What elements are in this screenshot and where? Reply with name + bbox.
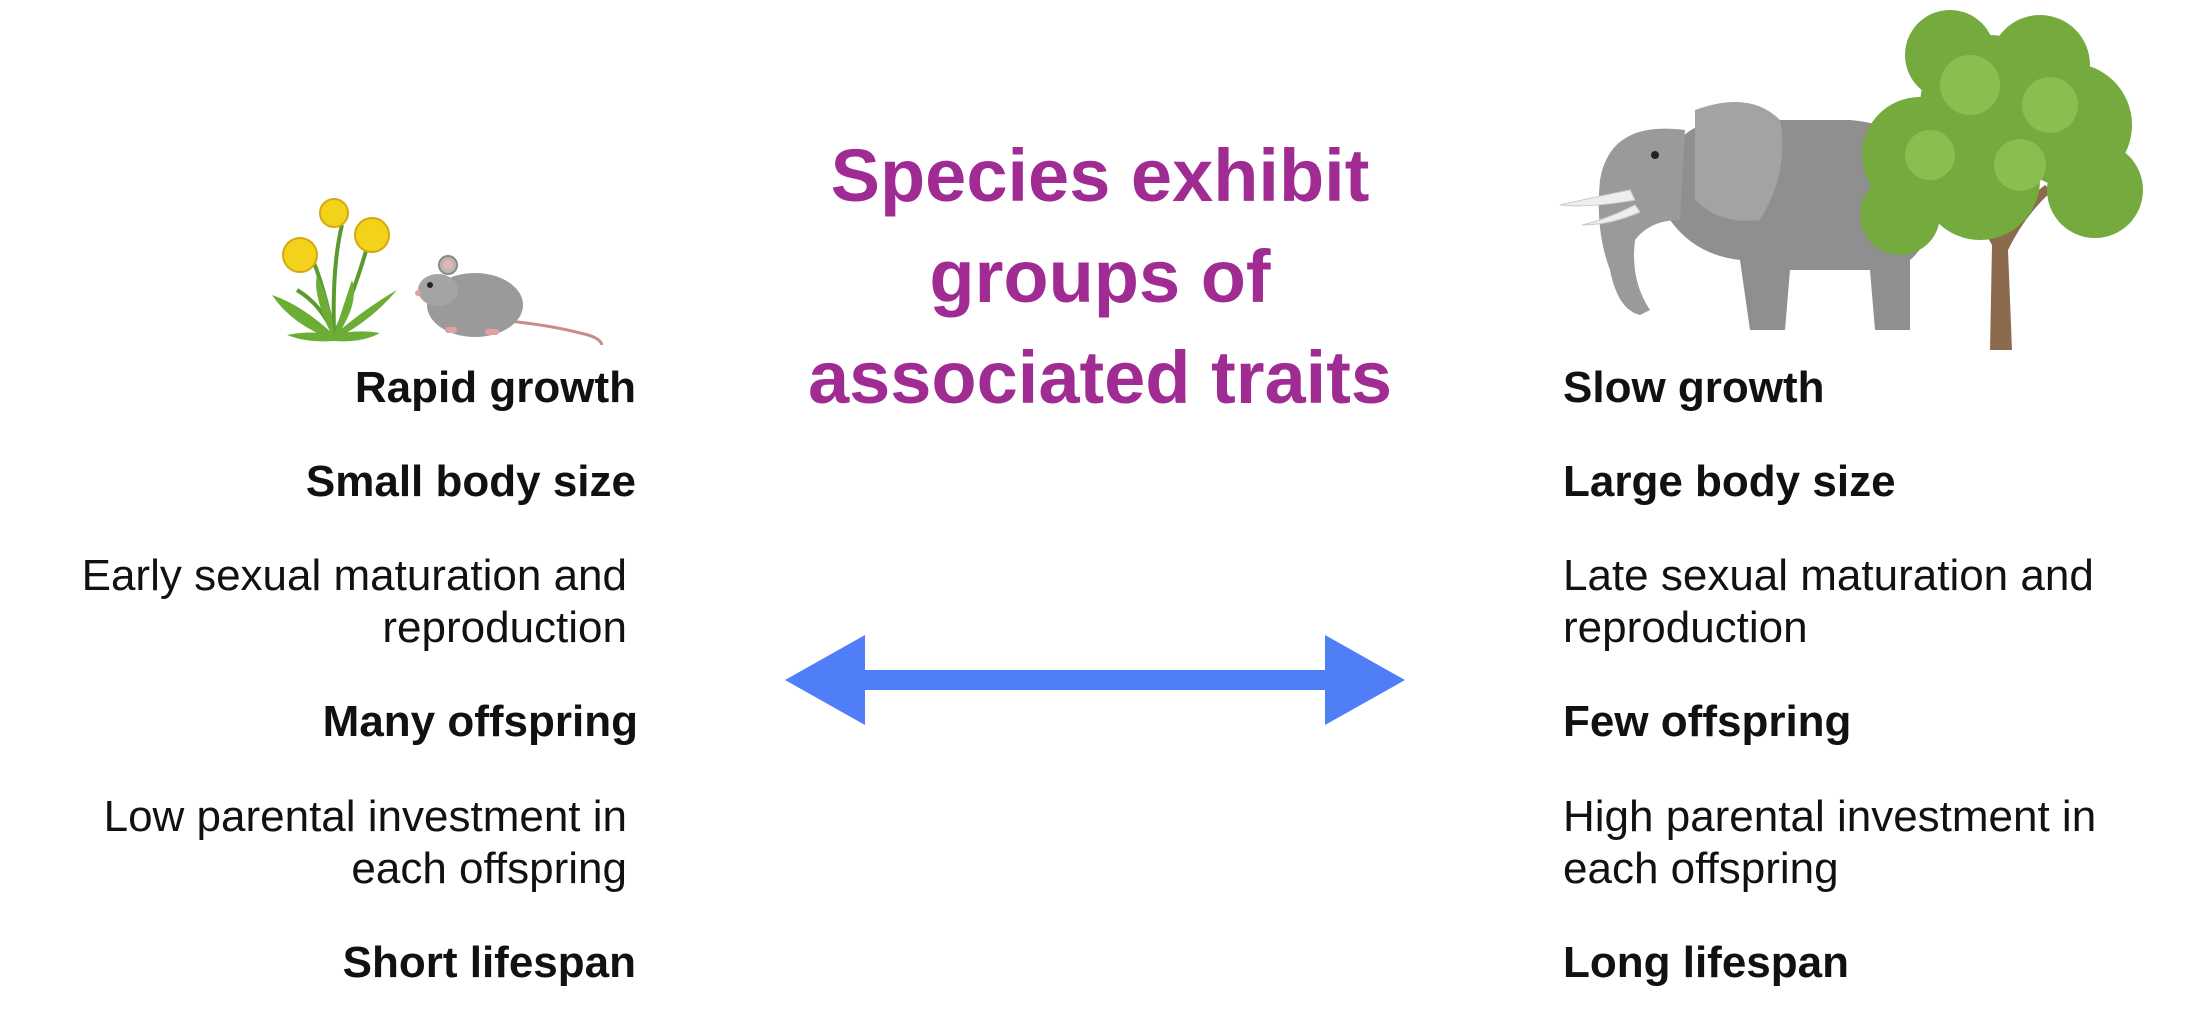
trait-high-parental-investment: High parental investment in each offspri… (1563, 791, 2096, 895)
trait-label: Long lifespan (1563, 938, 1849, 987)
trait-label: High parental investment in (1563, 792, 2097, 841)
trait-rapid-growth: Rapid growth (355, 362, 636, 414)
trait-label: Late sexual maturation and (1563, 551, 2094, 600)
trait-small-body-size: Small body size (306, 456, 636, 508)
trait-label: reproduction (382, 603, 627, 652)
trait-many-offspring: Many offspring (323, 696, 638, 748)
trait-label: each offspring (1563, 844, 1839, 893)
trait-low-parental-investment: Low parental investment in each offsprin… (104, 791, 627, 895)
trait-label: reproduction (1563, 603, 1808, 652)
trait-early-maturation: Early sexual maturation and reproduction (82, 550, 627, 654)
double-headed-arrow (785, 635, 1405, 725)
trait-label: Low parental investment in (103, 792, 627, 841)
diagram-title: Species exhibit groups of associated tra… (720, 125, 1480, 428)
trait-late-maturation: Late sexual maturation and reproduction (1563, 550, 2094, 654)
title-line: associated traits (807, 336, 1393, 419)
trait-label: Large body size (1563, 457, 1896, 506)
title-line: Species exhibit (830, 134, 1370, 217)
mouse-icon (415, 255, 604, 345)
trait-label: Short lifespan (342, 938, 636, 987)
tree-icon (1860, 10, 2143, 350)
trait-label: Few offspring (1563, 697, 1852, 746)
trait-label: Rapid growth (354, 363, 636, 412)
trait-large-body-size: Large body size (1563, 456, 1896, 508)
trait-few-offspring: Few offspring (1563, 696, 1851, 748)
trait-label: Slow growth (1563, 363, 1825, 412)
trait-label: Early sexual maturation and (81, 551, 627, 600)
trait-short-lifespan: Short lifespan (343, 937, 636, 989)
trait-label: each offspring (351, 844, 627, 893)
trait-label: Many offspring (322, 697, 638, 746)
arrow-shape (785, 635, 1405, 725)
trait-slow-growth: Slow growth (1563, 362, 1825, 414)
title-line: groups of (929, 235, 1271, 318)
dandelion-icon (272, 198, 397, 342)
trait-label: Small body size (305, 457, 636, 506)
trait-long-lifespan: Long lifespan (1563, 937, 1849, 989)
